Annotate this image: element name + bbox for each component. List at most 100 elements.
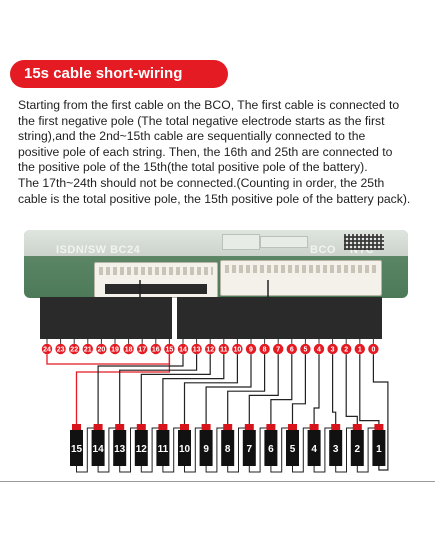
battery-cell: [178, 430, 191, 466]
cell-label: 12: [136, 444, 148, 455]
description-line: the first negative pole (The total negat…: [18, 113, 385, 128]
cell-label: 8: [225, 444, 231, 455]
pin-marker: [368, 343, 379, 355]
cell-label: 5: [290, 444, 296, 455]
connector-pins: [225, 265, 377, 273]
description-line: Starting from the first cable on the BCO…: [18, 98, 400, 112]
pin-marker: [55, 343, 66, 355]
cell-label: 6: [268, 444, 274, 455]
description-line: positive pole of each string. Then, the …: [18, 144, 393, 159]
cell-label: 14: [93, 444, 105, 455]
pin-marker: [286, 343, 297, 355]
cell-terminal: [93, 424, 103, 431]
pin-marker: [164, 343, 175, 355]
pin-marker: [191, 343, 202, 355]
cell-terminal: [136, 424, 146, 431]
pin-label: 4: [317, 347, 321, 354]
pin-marker: [218, 343, 229, 355]
battery-cell: [242, 430, 256, 466]
battery-cell: [91, 430, 105, 466]
pin-label: 6: [290, 347, 294, 354]
pin-label: 15: [166, 347, 174, 354]
cell-terminal: [180, 424, 189, 431]
wire-9: [205, 354, 252, 424]
section-title: 15s cable short-wiring method: [10, 60, 228, 110]
pin-marker: [259, 343, 270, 355]
wire-24-bridge: [46, 354, 171, 365]
description-line: string),and the 2nd~15th cable are seque…: [18, 129, 366, 144]
right-connector: [220, 260, 382, 296]
battery-cell: [307, 430, 321, 466]
board-chip: [260, 236, 308, 248]
pin-label: 0: [371, 347, 375, 354]
pin-marker: [96, 343, 107, 355]
wire-6: [270, 354, 293, 424]
pin-label: 13: [193, 347, 201, 354]
wire-10: [183, 354, 238, 424]
wire-13: [119, 354, 198, 424]
battery-cell: [70, 430, 83, 466]
pin-label: 24: [43, 347, 51, 354]
connector-slot: [231, 282, 371, 292]
pin-marker: [232, 343, 243, 355]
battery-cell: [329, 430, 343, 466]
wire-harness-right: [177, 297, 382, 339]
pin-label: 10: [234, 347, 242, 354]
wire-2: [345, 354, 358, 424]
pin-label: 20: [98, 347, 106, 354]
cell-label: 4: [311, 444, 317, 455]
pin-marker: [41, 343, 53, 355]
cell-label: 9: [203, 444, 209, 455]
board-bco-label: BCO: [310, 244, 336, 256]
cell-label: 1: [376, 444, 382, 455]
pin-marker: [300, 343, 311, 355]
pin-marker: [123, 343, 134, 355]
bms-board-photo: ISDN/SW BC24 BCO NTC: [24, 230, 408, 298]
pin-marker: [354, 343, 365, 355]
cell-terminal: [288, 424, 297, 431]
description-line: the positive pole of the 15th(the total …: [18, 160, 368, 175]
board-model-label: ISDN/SW BC24: [56, 244, 141, 256]
cell-terminal: [352, 424, 362, 431]
wire-12: [140, 354, 211, 424]
cell-terminal: [331, 424, 341, 431]
battery-cell: [350, 430, 364, 466]
pin-label: 9: [249, 347, 253, 354]
wire-harness-left: [40, 297, 172, 339]
pin-marker: [205, 343, 216, 355]
battery-cell: [286, 430, 299, 466]
divider: [0, 481, 435, 482]
pin-label: 14: [179, 347, 187, 354]
cell-label: 13: [114, 444, 126, 455]
pin-label: 23: [57, 347, 65, 354]
pin-marker: [150, 343, 161, 355]
pin-marker: [109, 343, 121, 355]
pin-marker: [313, 343, 325, 355]
harness-lines: [46, 280, 374, 344]
battery-cell: [113, 430, 127, 466]
wire-4: [313, 354, 320, 424]
cell-terminal: [374, 424, 384, 431]
cell-label: 7: [247, 444, 253, 455]
pin-label: 19: [111, 347, 119, 354]
battery-cell: [372, 430, 386, 466]
qr-code-icon: [344, 234, 384, 250]
pin-label: 18: [125, 347, 133, 354]
battery-cell: [199, 430, 213, 466]
cell-terminal: [223, 424, 233, 431]
cell-label: 15: [71, 444, 83, 455]
wire-15: [75, 354, 171, 424]
board-chip: [222, 234, 260, 250]
pin-marker: [341, 343, 352, 355]
pin-label: 21: [84, 347, 92, 354]
wire-1: [359, 354, 380, 424]
battery-cell: [264, 430, 278, 466]
wire-7: [248, 354, 279, 424]
pin-label: 5: [303, 347, 307, 354]
pin-label: 22: [70, 347, 78, 354]
pin-marker: [327, 343, 338, 355]
cell-terminal: [244, 424, 254, 431]
cell-terminal: [309, 424, 319, 431]
